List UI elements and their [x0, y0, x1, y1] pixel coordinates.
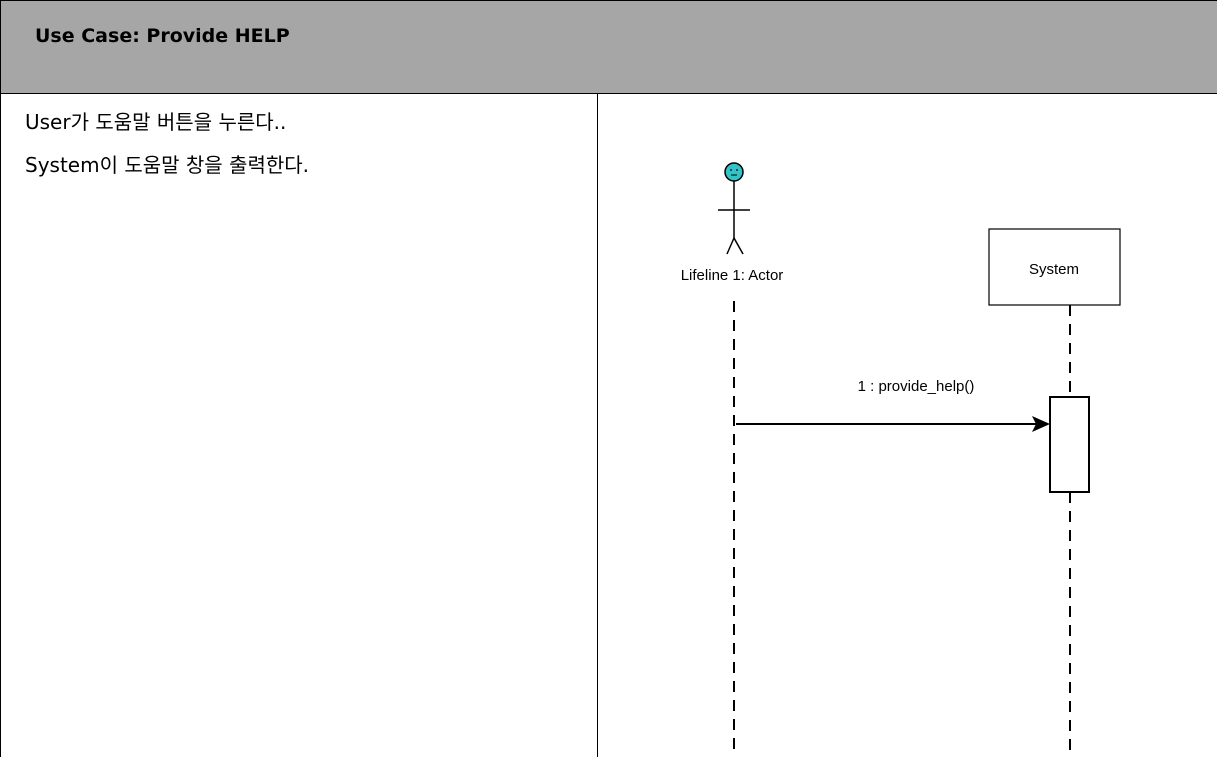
flow-description-cell: User가 도움말 버튼을 누른다.. System이 도움말 창을 출력한다.: [0, 94, 598, 757]
sequence-diagram-cell: Lifeline 1: Actor System 1 : provide_hel…: [599, 94, 1217, 757]
message-arrowhead: [1032, 416, 1050, 432]
actor-lifeline-label: Lifeline 1: Actor: [681, 267, 784, 284]
flow-step-2: System이 도움말 창을 출력한다.: [25, 153, 310, 177]
system-box: [988, 228, 1121, 306]
use-case-header: Use Case: Provide HELP: [0, 0, 1217, 94]
actor-head: [724, 162, 744, 182]
system-label: System: [1029, 261, 1079, 278]
flow-step-1: User가 도움말 버튼을 누른다..: [25, 110, 287, 134]
system-activation-bar: [1049, 396, 1090, 493]
actor-icon: [718, 162, 750, 255]
sequence-diagram: Lifeline 1: Actor System 1 : provide_hel…: [681, 162, 1121, 757]
use-case-title: Use Case: Provide HELP: [35, 25, 290, 47]
message-label: 1 : provide_help(): [858, 378, 975, 395]
